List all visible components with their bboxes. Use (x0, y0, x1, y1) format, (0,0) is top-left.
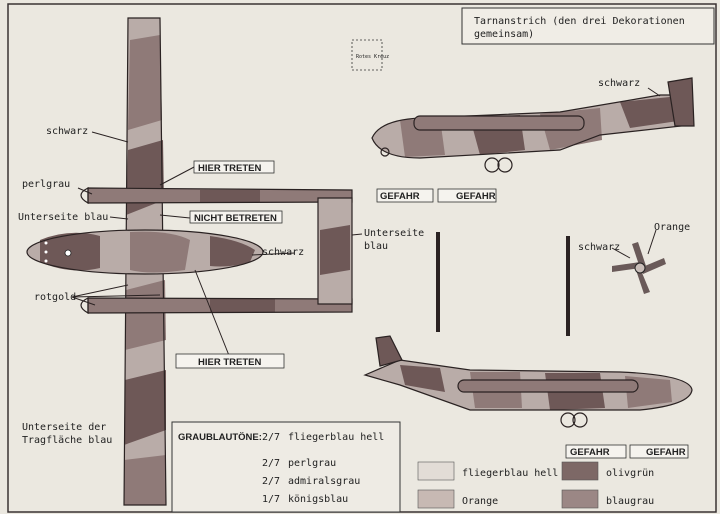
graublau-name-1: fliegerblau hell (288, 432, 384, 443)
title-line-2: gemeinsam) (474, 29, 534, 40)
label-unterseite-tragflaeche-2: Tragfläche blau (22, 435, 112, 446)
stencil-gefahr-1: GEFAHR (380, 191, 420, 202)
graublau-ratio-3: 2/7 (262, 476, 280, 487)
side-view-lower (363, 335, 693, 428)
graublau-ratio-4: 1/7 (262, 494, 280, 505)
propeller (612, 242, 666, 294)
graublautoene-box (171, 421, 401, 513)
legend-label-3: Orange (462, 496, 498, 507)
color-legend: fliegerblau hell olivgrün Orange blaugra… (417, 461, 654, 509)
graublautoene-heading: GRAUBLAUTÖNE: (178, 432, 262, 443)
label-unterseite-tragflaeche-1: Unterseite der (22, 422, 106, 433)
legend-swatch-2 (561, 461, 599, 481)
side-view-upper: Rotes Kreuz (351, 39, 695, 173)
label-unterseite-blau: Unterseite blau (18, 212, 108, 223)
graublau-name-2: perlgrau (288, 458, 336, 469)
label-schwarz-tail: schwarz (598, 78, 640, 89)
legend-label-2: olivgrün (606, 468, 654, 479)
label-unterseite-boom-2: blau (364, 241, 388, 252)
graublau-name-4: königsblau (288, 494, 348, 505)
stencil-gefahr-2: GEFAHR (456, 191, 496, 202)
svg-text:Rotes Kreuz: Rotes Kreuz (356, 54, 389, 60)
title-line-1: Tarnanstrich (den drei Dekorationen (474, 16, 685, 27)
graublau-name-3: admiralsgrau (288, 476, 360, 487)
graublau-ratio-1: 2/7 (262, 432, 280, 443)
legend-label-4: blaugrau (606, 496, 654, 507)
legend-swatch-3 (417, 489, 455, 509)
label-orange-prop: Orange (654, 222, 690, 233)
top-view-aircraft (26, 17, 353, 506)
label-unterseite-boom-1: Unterseite (364, 228, 424, 239)
stencil-nicht-betreten: NICHT BETRETEN (194, 213, 277, 224)
legend-swatch-1 (417, 461, 455, 481)
label-rotgold: rotgold (34, 292, 76, 303)
stencil-hier-treten-top: HIER TRETEN (198, 163, 261, 174)
label-schwarz-wing: schwarz (46, 126, 88, 137)
legend-label-1: fliegerblau hell (462, 468, 558, 479)
stencil-gefahr-4: GEFAHR (646, 447, 686, 458)
label-schwarz-prop: schwarz (578, 242, 620, 253)
legend-swatch-4 (561, 489, 599, 509)
graublau-ratio-2: 2/7 (262, 458, 280, 469)
label-schwarz-fuselage: schwarz (262, 247, 304, 258)
stencil-hier-treten-bottom: HIER TRETEN (198, 357, 261, 368)
stencil-gefahr-3: GEFAHR (570, 447, 610, 458)
label-perlgrau: perlgrau (22, 179, 70, 190)
